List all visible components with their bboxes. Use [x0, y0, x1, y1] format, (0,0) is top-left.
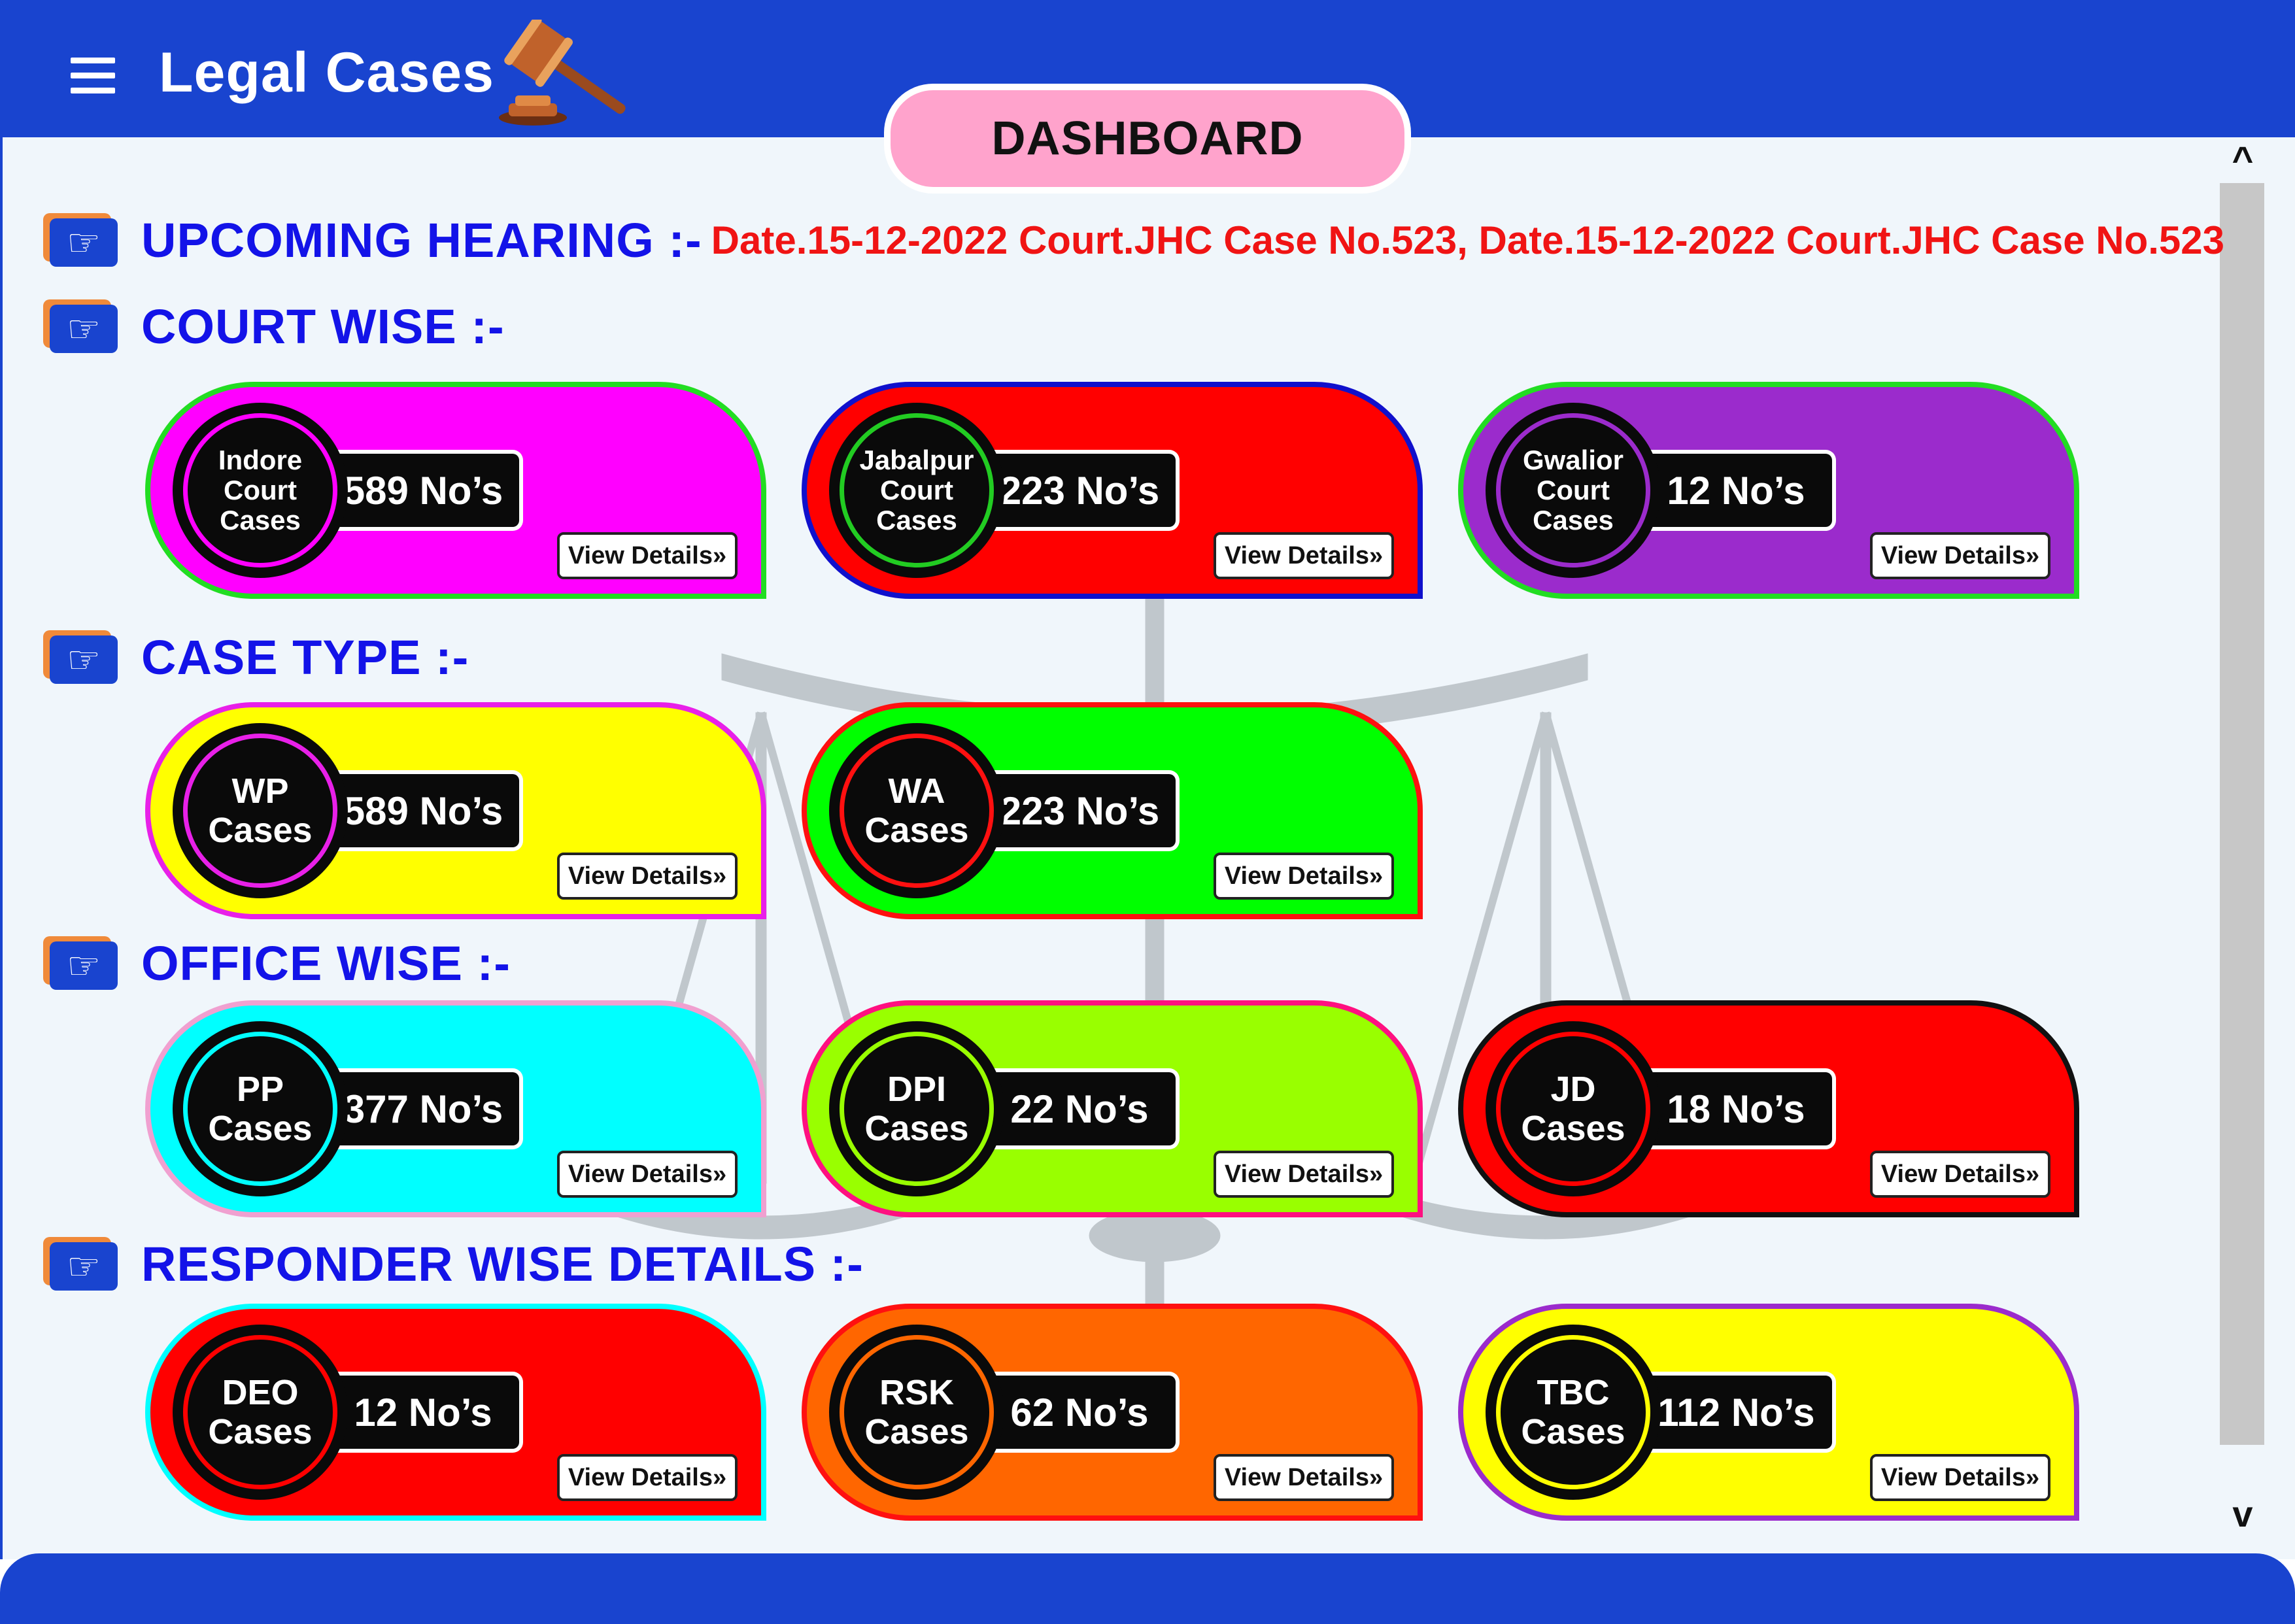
card-label: Jabalpur [859, 445, 974, 475]
office-wise-section: ☞ OFFICE WISE :- [43, 934, 511, 992]
card-label: Court [1537, 475, 1610, 505]
card-label: DPI [887, 1070, 947, 1109]
view-details-button[interactable]: View Details» [557, 853, 738, 900]
pointing-hand-icon: ☞ [43, 936, 118, 990]
card-label: PP [236, 1070, 284, 1109]
section-title: COURT WISE :- [141, 299, 505, 354]
view-details-button[interactable]: View Details» [1870, 532, 2050, 579]
card-label: Cases [208, 1109, 313, 1148]
gavel-icon [499, 20, 626, 126]
card-label: Cases [1533, 505, 1614, 535]
section-title: CASE TYPE :- [141, 630, 469, 685]
scrollbar-track[interactable] [2220, 183, 2264, 1445]
card-label: Cases [208, 811, 313, 850]
card-label: Gwalior [1522, 445, 1624, 475]
pointing-hand-icon: ☞ [43, 630, 118, 684]
card-label: TBC [1537, 1373, 1610, 1412]
view-details-button[interactable]: View Details» [1870, 1454, 2050, 1501]
upcoming-hearing-section: ☞ UPCOMING HEARING :- Date.15-12-2022 Co… [43, 211, 2224, 269]
card-label: WA [888, 771, 945, 811]
court-wise-section: ☞ COURT WISE :- [43, 297, 505, 356]
dashboard-tab[interactable]: DASHBOARD [884, 84, 1411, 194]
card-label: Court [880, 475, 953, 505]
view-details-button[interactable]: View Details» [1214, 1454, 1394, 1501]
responder-wise-section: ☞ RESPONDER WISE DETAILS :- [43, 1234, 864, 1293]
scroll-down-chevron-icon[interactable]: v [2232, 1493, 2253, 1534]
case-count: 589 No’s [327, 770, 523, 851]
card-label: Cases [864, 811, 969, 850]
card-label: Cases [864, 1412, 969, 1451]
section-title: RESPONDER WISE DETAILS :- [141, 1236, 864, 1291]
case-count: 377 No’s [327, 1068, 523, 1149]
pointing-hand-icon: ☞ [43, 1237, 118, 1291]
case-count: 18 No’s [1640, 1068, 1836, 1149]
case-count: 223 No’s [983, 450, 1180, 531]
card-label: WP [231, 771, 289, 811]
case-count: 112 No’s [1640, 1372, 1836, 1453]
upcoming-hearing-ticker[interactable]: Date.15-12-2022 Court.JHC Case No.523, D… [711, 218, 2224, 262]
card-label: Cases [208, 1412, 313, 1451]
section-title: OFFICE WISE :- [141, 936, 511, 990]
scroll-up-chevron-icon[interactable]: ^ [2232, 138, 2254, 180]
view-details-button[interactable]: View Details» [557, 1151, 738, 1198]
case-count: 223 No’s [983, 770, 1180, 851]
pointing-hand-icon: ☞ [43, 213, 118, 267]
view-details-button[interactable]: View Details» [557, 532, 738, 579]
card-label: Cases [864, 1109, 969, 1148]
view-details-button[interactable]: View Details» [557, 1454, 738, 1501]
hamburger-icon[interactable] [71, 58, 115, 94]
card-label: Indore [218, 445, 303, 475]
card-label: DEO [222, 1373, 299, 1412]
app-footer [0, 1553, 2295, 1624]
card-label: Cases [1521, 1109, 1625, 1148]
view-details-button[interactable]: View Details» [1214, 532, 1394, 579]
case-count: 12 No’s [327, 1372, 523, 1453]
section-title: UPCOMING HEARING :- [141, 212, 702, 267]
case-count: 12 No’s [1640, 450, 1836, 531]
card-label: Cases [220, 505, 301, 535]
case-count: 22 No’s [983, 1068, 1180, 1149]
view-details-button[interactable]: View Details» [1214, 1151, 1394, 1198]
view-details-button[interactable]: View Details» [1214, 853, 1394, 900]
view-details-button[interactable]: View Details» [1870, 1151, 2050, 1198]
pointing-hand-icon: ☞ [43, 299, 118, 353]
case-count: 62 No’s [983, 1372, 1180, 1453]
card-label: Court [224, 475, 297, 505]
case-type-section: ☞ CASE TYPE :- [43, 628, 469, 686]
case-count: 589 No’s [327, 450, 523, 531]
card-label: JD [1550, 1070, 1596, 1109]
card-label: Cases [1521, 1412, 1625, 1451]
card-label: Cases [876, 505, 957, 535]
app-title: Legal Cases [159, 41, 494, 104]
card-label: RSK [879, 1373, 954, 1412]
